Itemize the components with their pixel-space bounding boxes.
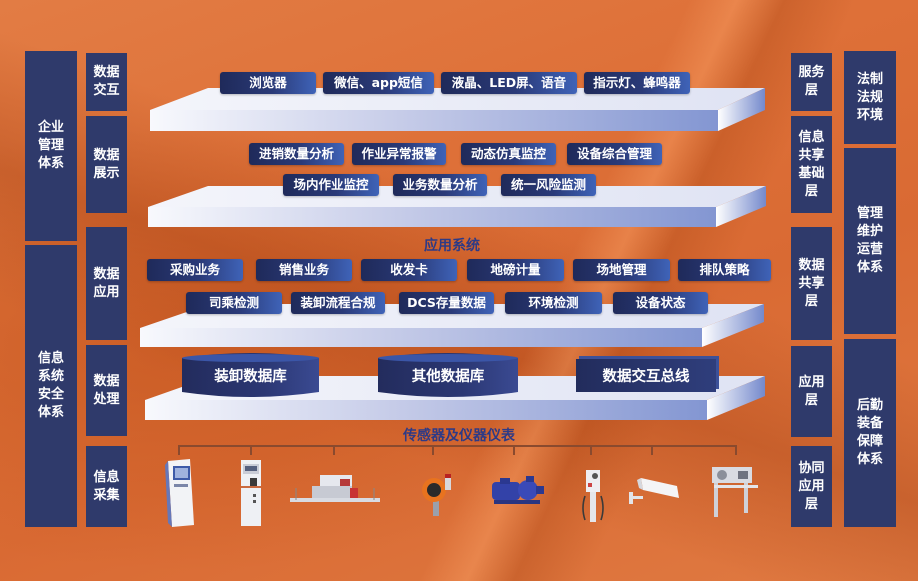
management-operations-panel: 管理维护运营体系	[844, 148, 896, 334]
chip-weighbridge: 地磅计量	[467, 259, 564, 281]
layer-label-data-interaction: 数据交互	[86, 53, 127, 111]
chip-procurement: 采购业务	[147, 259, 243, 281]
drop-wire	[651, 445, 653, 455]
legal-environment-panel: 法制法规环境	[844, 51, 896, 144]
loading-arm-icon	[579, 468, 609, 530]
kiosk-terminal-icon	[164, 457, 198, 531]
truck-scale-icon	[290, 470, 382, 514]
database-other: 其他数据库	[378, 352, 518, 398]
chip-wechat-app-sms: 微信、app短信	[323, 72, 434, 94]
chip-card-issuing: 收发卡	[361, 259, 457, 281]
chip-dynamic-simulation-monitor: 动态仿真监控	[461, 143, 556, 165]
chip-dcs-inventory: DCS存量数据	[399, 292, 494, 314]
chip-site-management: 场地管理	[573, 259, 670, 281]
chip-driver-check: 司乘检测	[186, 292, 282, 314]
application-system-title: 应用系统	[424, 238, 480, 254]
database-cylinder-icon	[378, 353, 518, 397]
bus-wire	[178, 445, 737, 447]
database-loading: 装卸数据库	[182, 352, 319, 398]
database-cylinder-icon	[182, 353, 319, 397]
chip-queue-strategy: 排队策略	[678, 259, 771, 281]
card-dispenser-icon	[238, 458, 264, 532]
layer-label-data-processing: 数据处理	[86, 345, 127, 436]
chip-browser: 浏览器	[220, 72, 316, 94]
chip-environment-check: 环境检测	[505, 292, 602, 314]
layer-label-info-sharing-base: 信息共享基础层	[791, 116, 832, 213]
layer-label-service: 服务层	[791, 53, 832, 111]
chip-lcd-led-voice: 液晶、LED屏、语音	[441, 72, 577, 94]
data-exchange-bus: 数据交互总线	[576, 359, 716, 392]
pump-icon	[490, 474, 546, 514]
chip-operation-exception-alarm: 作业异常报警	[352, 143, 446, 165]
drop-wire	[178, 445, 180, 455]
chip-loading-compliance: 装卸流程合规	[291, 292, 385, 314]
chip-sales: 销售业务	[256, 259, 352, 281]
surveillance-camera-icon	[627, 472, 687, 510]
drop-wire	[735, 445, 737, 455]
drop-wire	[590, 445, 592, 455]
chip-equipment-management: 设备综合管理	[567, 143, 662, 165]
logistics-support-panel: 后勤装备保障体系	[844, 339, 896, 527]
layer-label-collaborative-application: 协同应用层	[791, 446, 832, 527]
chip-unified-risk-monitoring: 统一风险监测	[501, 174, 596, 196]
gas-detector-icon	[415, 470, 455, 524]
drop-wire	[333, 445, 335, 455]
layer-label-data-sharing: 数据共享层	[791, 227, 832, 340]
layer-label-data-application: 数据应用	[86, 227, 127, 340]
drop-wire	[513, 445, 515, 455]
layer-label-application: 应用层	[791, 346, 832, 437]
chip-sales-quantity-analysis: 进销数量分析	[249, 143, 344, 165]
chip-site-operation-monitor: 场内作业监控	[283, 174, 379, 196]
drop-wire	[432, 445, 434, 455]
sensors-instruments-title: 传感器及仪器仪表	[403, 428, 515, 444]
enterprise-management-panel: 企业管理体系	[25, 51, 77, 241]
chip-indicator-buzzer: 指示灯、蜂鸣器	[584, 72, 690, 94]
layer-label-info-collection: 信息采集	[86, 446, 127, 527]
chip-business-quantity-analysis: 业务数量分析	[393, 174, 487, 196]
gate-terminal-icon	[708, 463, 760, 525]
info-security-panel: 信息系统安全体系	[25, 245, 77, 527]
chip-equipment-status: 设备状态	[613, 292, 708, 314]
layer-label-data-display: 数据展示	[86, 116, 127, 213]
drop-wire	[250, 445, 252, 455]
